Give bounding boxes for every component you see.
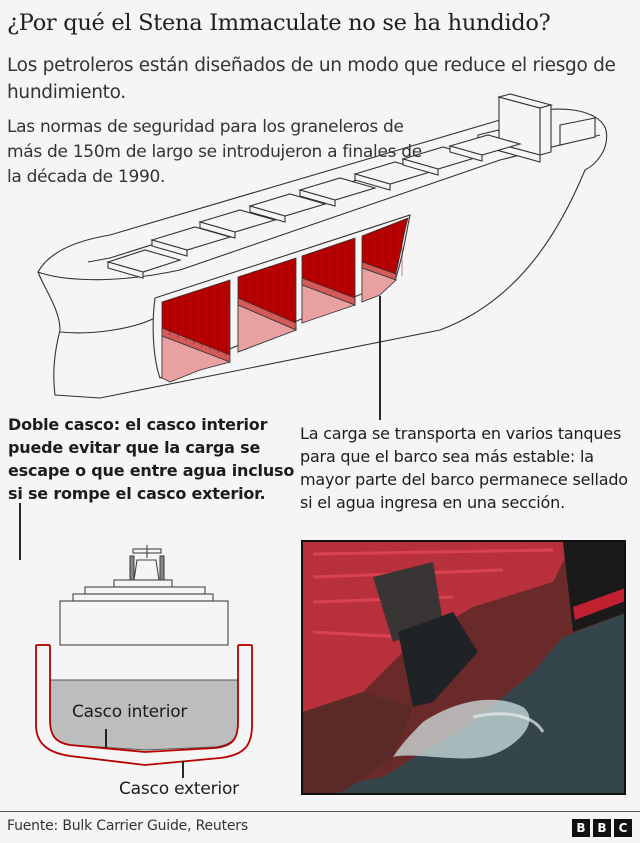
outer-hull bbox=[35, 645, 253, 766]
double-hull-callout: Doble casco: el casco interior puede evi… bbox=[8, 415, 295, 503]
page-subtitle: Los petroleros están diseñados de un mod… bbox=[7, 55, 616, 103]
hull-cross-section bbox=[35, 545, 253, 778]
footer-divider bbox=[0, 811, 640, 812]
cargo-tank-1 bbox=[161, 279, 232, 383]
inner-hull bbox=[49, 645, 239, 753]
regulation-note: Las normas de seguridad para los granele… bbox=[7, 117, 422, 187]
tanks-callout: La carga se transporta en varios tanques… bbox=[300, 424, 628, 512]
bbc-logo-letter: B bbox=[572, 819, 590, 837]
bbc-logo-letter: B bbox=[593, 819, 611, 837]
deck-hatches bbox=[106, 134, 523, 279]
page-title: ¿Por qué el Stena Immaculate no se ha hu… bbox=[7, 10, 551, 36]
cargo-tank-2 bbox=[237, 257, 298, 353]
source-credit: Fuente: Bulk Carrier Guide, Reuters bbox=[7, 818, 248, 834]
cargo-tanks bbox=[161, 217, 409, 383]
tanker-ship-illustration bbox=[19, 93, 608, 560]
inner-hull-label: Casco interior bbox=[72, 702, 188, 722]
bbc-logo: B B C bbox=[572, 819, 632, 837]
bbc-logo-letter: C bbox=[614, 819, 632, 837]
damaged-tanker-photo bbox=[301, 540, 626, 795]
cargo-tank-4 bbox=[361, 217, 409, 303]
outer-hull-label: Casco exterior bbox=[119, 779, 239, 799]
